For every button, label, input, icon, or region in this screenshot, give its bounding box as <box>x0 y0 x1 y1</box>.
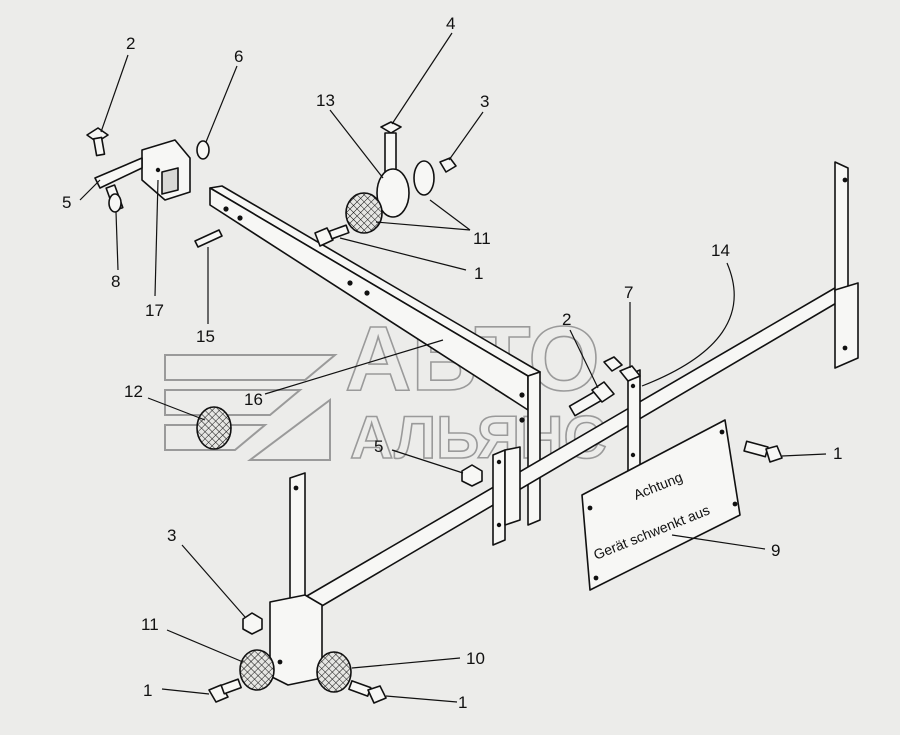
callout-14: 14 <box>711 241 730 260</box>
callout-1-top: 1 <box>474 264 483 283</box>
clamp-plate-right <box>627 369 641 476</box>
reflector-top-assembly <box>314 121 457 247</box>
watermark-logo <box>164 354 338 461</box>
callout-1-bottom-left: 1 <box>143 681 152 700</box>
callout-10: 10 <box>466 649 485 668</box>
callout-12: 12 <box>124 382 143 401</box>
callout-7: 7 <box>624 283 633 302</box>
callout-17: 17 <box>145 301 164 320</box>
callout-4: 4 <box>446 14 455 33</box>
bolt-1-right <box>743 440 783 463</box>
callout-9: 9 <box>771 541 780 560</box>
callouts: 2 6 4 3 13 5 8 17 11 1 15 14 7 2 12 16 5… <box>62 14 842 712</box>
callout-13: 13 <box>316 91 335 110</box>
left-post <box>269 472 323 686</box>
bolt-1-bottom-right <box>348 680 387 704</box>
clamp-plate-mid <box>492 446 521 546</box>
bolt-2-mid <box>568 356 641 417</box>
leader-lines <box>79 32 827 703</box>
callout-11-top: 11 <box>473 229 491 248</box>
callout-3-top: 3 <box>480 92 489 111</box>
callout-1-right: 1 <box>833 444 842 463</box>
callout-5-left: 5 <box>62 193 71 212</box>
upper-bar <box>209 185 541 526</box>
reflector-12 <box>196 406 232 450</box>
nut-5-mid <box>461 464 483 487</box>
callout-1-bottom-right: 1 <box>458 693 467 712</box>
right-post <box>834 161 859 369</box>
washer-6 <box>196 140 210 160</box>
callout-6: 6 <box>234 47 243 66</box>
reflector-10-bottom <box>316 651 352 693</box>
callout-2-mid: 2 <box>562 310 571 329</box>
callout-8: 8 <box>111 272 120 291</box>
hinge-bracket <box>94 139 191 213</box>
callout-16: 16 <box>244 390 263 409</box>
pin-15 <box>194 229 223 248</box>
callout-5-mid: 5 <box>374 437 383 456</box>
bolt-1-bottom-left <box>208 678 242 703</box>
callout-15: 15 <box>196 327 215 346</box>
callout-3-bottom: 3 <box>167 526 176 545</box>
callout-11-bottom: 11 <box>141 615 159 634</box>
bolt-2-top <box>86 127 109 157</box>
reflector-11-bottom <box>239 649 275 691</box>
callout-2-top: 2 <box>126 34 135 53</box>
nut-3-bottom <box>242 612 263 635</box>
